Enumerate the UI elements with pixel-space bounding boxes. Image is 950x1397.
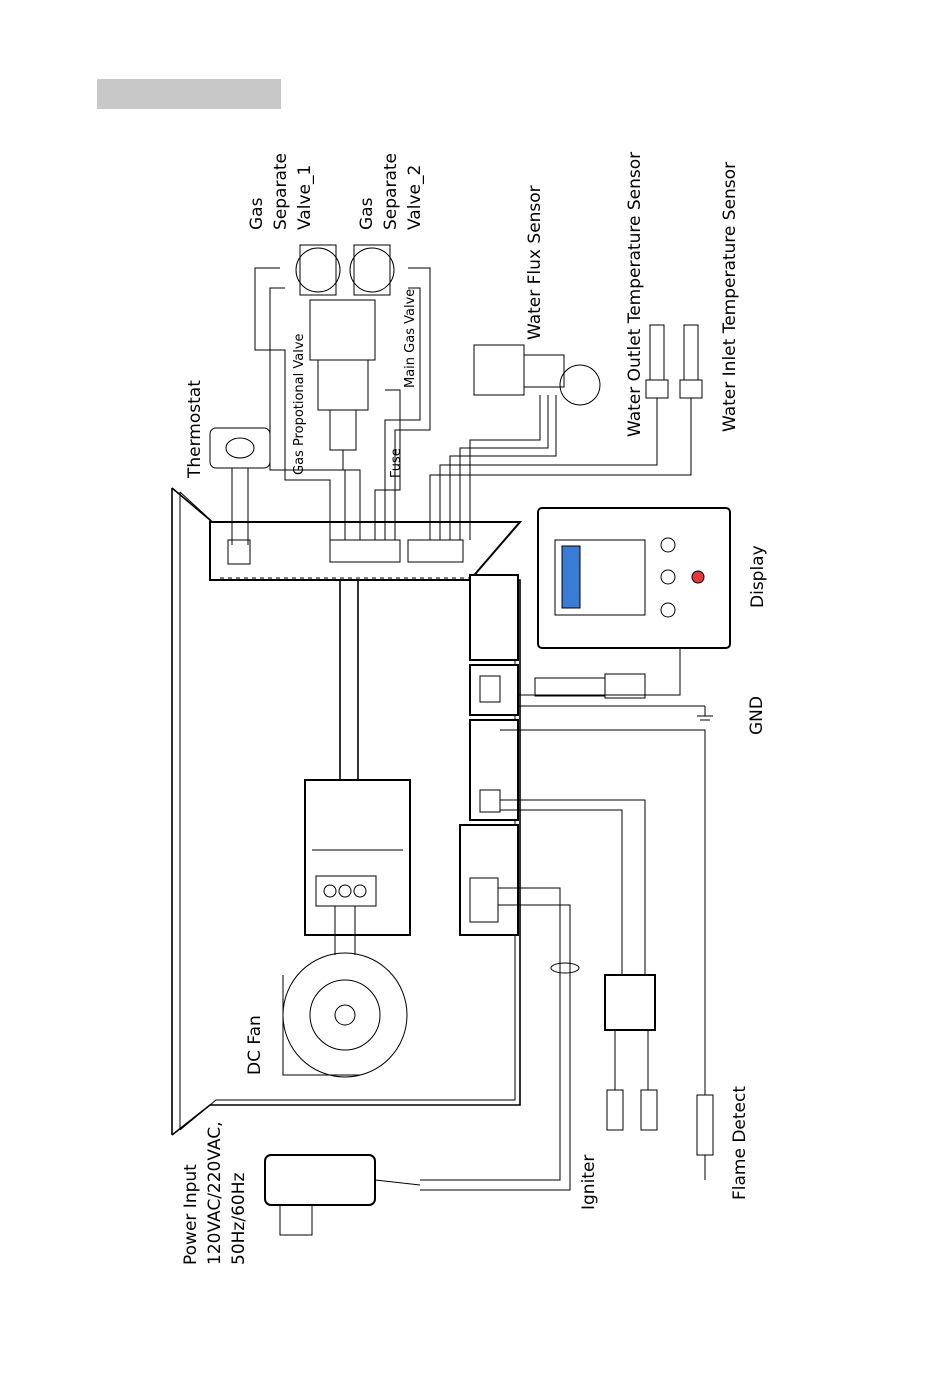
main-gas-valve-label: Main Gas Valve — [403, 289, 418, 388]
display-unit — [518, 508, 730, 695]
dc-fan-label: DC Fan — [245, 1015, 265, 1075]
fan-controller — [305, 780, 410, 935]
gas-proportional-valve-label: Gas Propotional Valve — [292, 333, 307, 475]
power-plug — [265, 1155, 420, 1235]
gas-separate-valves — [296, 245, 394, 295]
control-board — [210, 522, 520, 580]
flame-detect-label: Flame Detect — [730, 1086, 750, 1200]
gas-valve-1-label: Gas Separate Valve_1 — [247, 148, 315, 230]
gnd-label: GND — [747, 696, 767, 735]
water-flux-sensor-label: Water Flux Sensor — [525, 185, 545, 340]
igniter-label: Igniter — [579, 1155, 599, 1210]
water-inlet-sensor-label: Water Inlet Temperature Sensor — [720, 162, 740, 432]
thermostat-label: Thermostat — [185, 380, 205, 479]
power-input-label: Power Input 120VAC/220VAC, 50Hz/60Hz — [181, 1116, 249, 1265]
igniter-module — [500, 800, 657, 1130]
board-cable — [340, 580, 358, 785]
side-modules — [460, 575, 518, 935]
gas-valve-2-label: Gas Separate Valve_2 — [357, 148, 425, 230]
display-label: Display — [748, 545, 768, 608]
gas-proportional-valve — [310, 300, 375, 450]
fuse-label: Fuse — [389, 448, 404, 478]
display-cable — [518, 674, 713, 720]
water-outlet-sensor-label: Water Outlet Temperature Sensor — [625, 152, 645, 437]
